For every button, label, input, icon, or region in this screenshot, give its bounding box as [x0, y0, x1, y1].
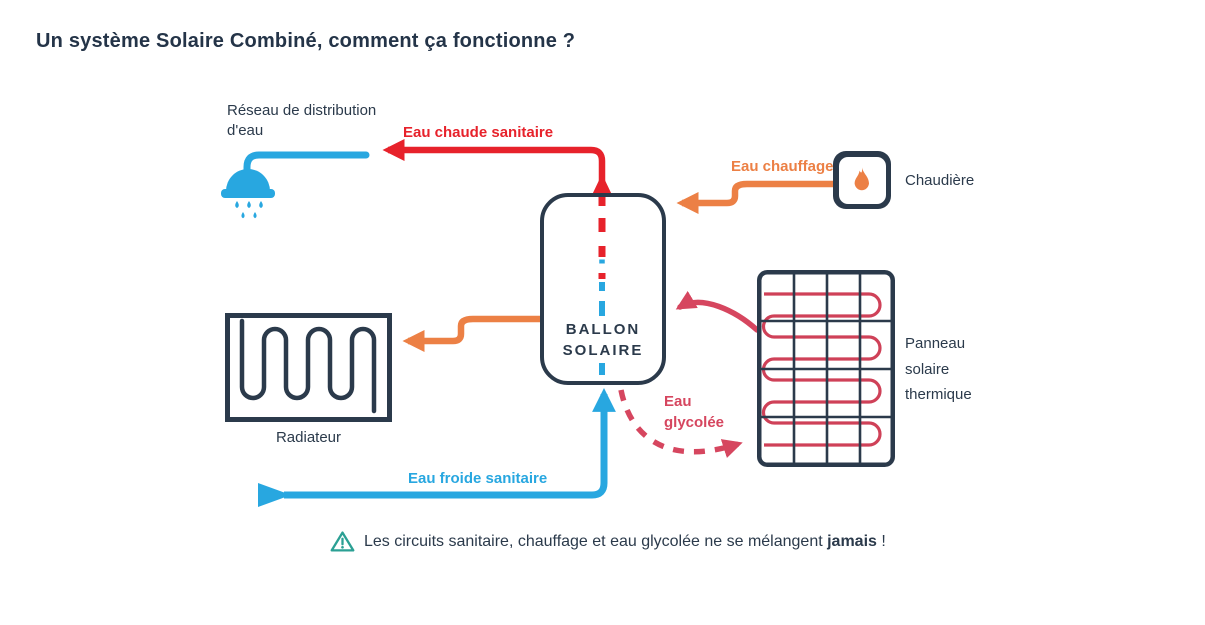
solar-panel-label: Panneau solaire thermique: [905, 335, 972, 403]
radiator-label: Radiateur: [275, 429, 342, 446]
radiator-icon: [225, 313, 392, 422]
boiler-icon: [833, 151, 891, 209]
boiler-label: Chaudière: [905, 172, 975, 189]
page-title: Un système Solaire Combiné, comment ça f…: [36, 30, 576, 52]
note-text: Les circuits sanitaire, chauffage et eau…: [364, 533, 886, 551]
warning-triangle-icon: [330, 531, 355, 552]
note-prefix: Les circuits sanitaire, chauffage et eau…: [364, 532, 828, 550]
hot-water-pipe: [382, 138, 613, 197]
note-suffix: !: [876, 532, 886, 550]
heating-water-label: Eau chauffage: [731, 158, 834, 175]
solar-tank-label: BALLON SOLAIRE: [562, 321, 644, 359]
radiator-heating-pipe: [402, 315, 540, 353]
water-network-label: Réseau de distribution d'eau: [227, 102, 377, 139]
solar-supply-pipe: [675, 290, 760, 333]
hot-water-up-arrowhead: [591, 174, 613, 196]
flame-icon: [854, 166, 869, 191]
solar-return-pipe: [618, 389, 743, 458]
solar-tank: BALLON SOLAIRE: [540, 193, 666, 385]
boiler-heating-pipe: [676, 180, 835, 215]
cold-water-label: Eau froide sanitaire: [408, 470, 548, 487]
boiler-icon-inner: [838, 156, 886, 204]
note-bold: jamais: [827, 532, 877, 550]
glycol-water-label: Eau glycolée: [664, 393, 725, 431]
solar-panel-icon: [757, 270, 895, 467]
hot-water-label: Eau chaude sanitaire: [403, 124, 554, 141]
shower-icon: [221, 151, 370, 219]
note: Les circuits sanitaire, chauffage et eau…: [330, 530, 886, 553]
cold-water-pipe: [258, 388, 616, 507]
cold-water-inlet-arrowhead: [258, 483, 291, 507]
